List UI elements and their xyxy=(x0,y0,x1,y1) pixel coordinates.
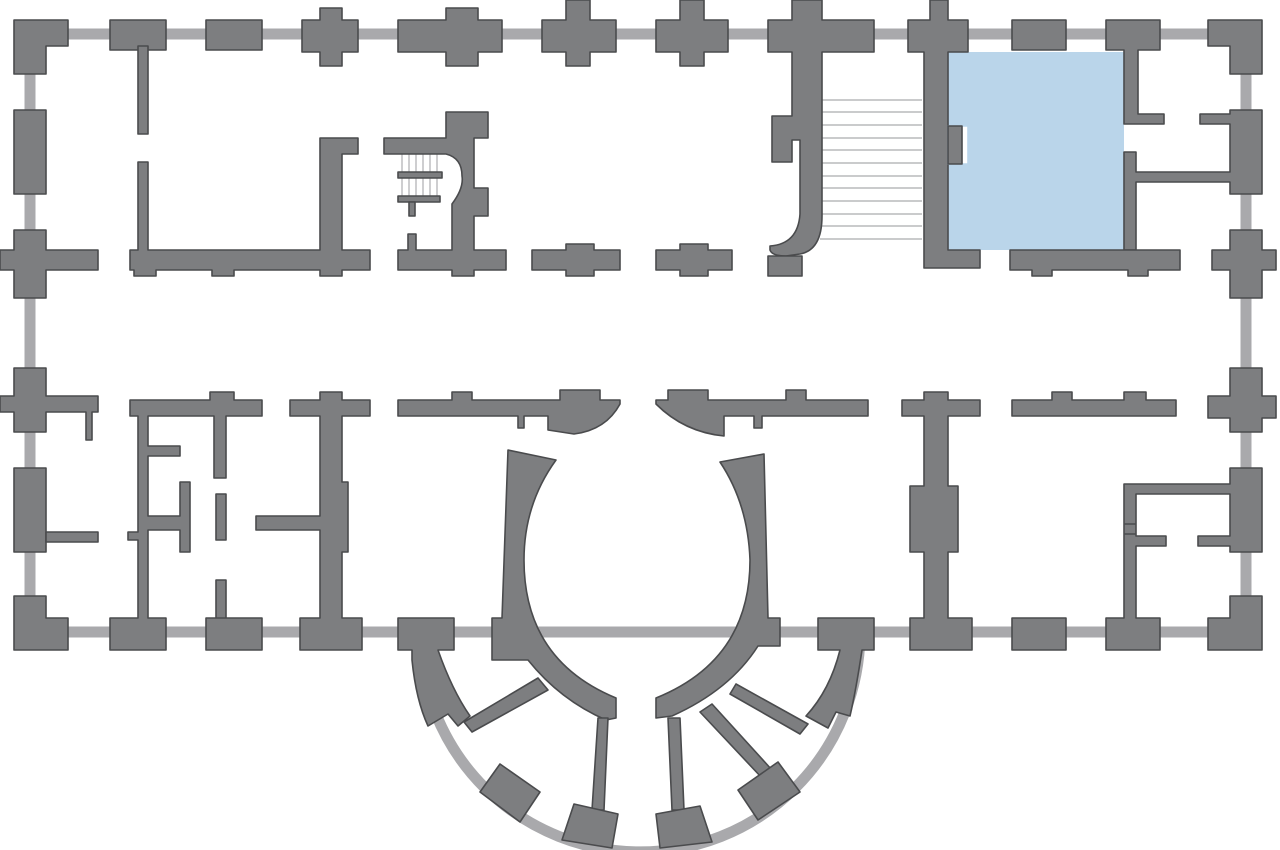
pier xyxy=(205,19,263,51)
bow-pier-right xyxy=(805,617,875,729)
corridor-wall-left xyxy=(397,389,621,435)
pier-room-wall xyxy=(907,0,981,269)
partition xyxy=(109,391,263,651)
bow-spoke xyxy=(699,703,773,779)
partition xyxy=(1009,249,1181,277)
pier-corridor-right xyxy=(1207,367,1277,433)
partition xyxy=(1011,391,1177,417)
partition xyxy=(215,579,227,621)
corridor-wall-right xyxy=(655,389,869,437)
bow-spoke xyxy=(729,683,809,735)
partition xyxy=(901,391,981,651)
corner-pier-bottom-right xyxy=(1207,595,1263,651)
corner-pier-bottom-left xyxy=(13,595,69,651)
partition xyxy=(129,137,371,277)
bow-spoke xyxy=(463,677,549,733)
bow-pier xyxy=(479,763,541,823)
pier xyxy=(13,109,47,195)
pier xyxy=(1011,617,1067,651)
oval-wall-left xyxy=(491,449,617,721)
bow-spoke xyxy=(667,717,685,811)
bow-pier-left xyxy=(397,617,471,727)
partition xyxy=(45,531,99,543)
spiral-stair-enclosure xyxy=(383,111,507,277)
bow-pier xyxy=(655,805,713,849)
pier-corridor-right xyxy=(1211,229,1277,299)
partition xyxy=(215,493,227,541)
corridor-pier xyxy=(655,243,733,277)
pier xyxy=(541,0,617,67)
pier xyxy=(1011,19,1067,51)
stair-rail xyxy=(397,195,441,203)
corner-pier-top-left xyxy=(13,19,69,75)
partition xyxy=(255,391,371,651)
bow-pier xyxy=(561,803,619,849)
pier-corridor-left xyxy=(0,229,99,299)
jamb-edge xyxy=(947,125,963,165)
pier xyxy=(767,255,803,277)
bow-pier xyxy=(737,761,801,821)
main-staircase xyxy=(820,99,922,240)
partition xyxy=(137,45,149,135)
pier xyxy=(13,467,47,553)
pier-stair-wall xyxy=(767,0,875,257)
window-glass-lines xyxy=(24,28,1252,850)
pier xyxy=(397,7,503,67)
pier xyxy=(655,0,729,67)
pier xyxy=(1105,19,1165,125)
bow-spoke xyxy=(591,717,609,811)
corner-pier-top-right xyxy=(1207,19,1263,75)
stair-post xyxy=(408,201,416,217)
pier xyxy=(301,7,359,67)
corridor-pier xyxy=(531,243,621,277)
oval-wall-right xyxy=(655,453,781,719)
pier-corridor-left xyxy=(0,367,99,441)
highlighted-room[interactable] xyxy=(948,52,1124,250)
pier xyxy=(1105,467,1263,651)
stair-rail xyxy=(397,171,443,179)
pier xyxy=(205,617,263,651)
